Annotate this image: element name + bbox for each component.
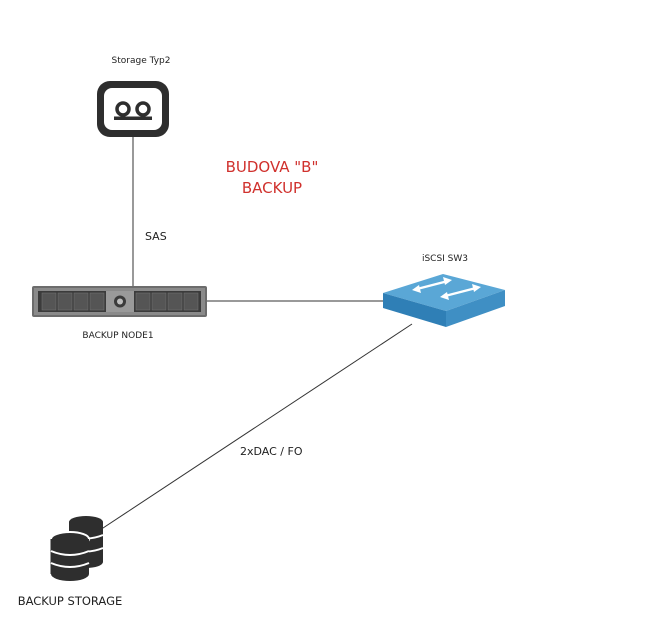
dac-fo-link-label: 2xDAC / FO [240,445,303,458]
database-stack-icon [50,516,104,581]
diagram-title-line1: BUDOVA "B" [226,158,319,176]
sas-link-label: SAS [145,230,167,243]
network-switch-icon [383,274,505,327]
backup-node1-label: BACKUP NODE1 [82,331,153,341]
backup-storage-label: BACKUP STORAGE [18,594,123,608]
storage-typ2-label: Storage Typ2 [112,56,171,66]
iscsi-sw3-label: iSCSI SW3 [422,254,468,264]
tape-storage-icon [97,81,169,137]
switch-to-storage-link [99,323,413,531]
diagram-title-line2: BACKUP [242,179,302,197]
rack-server-icon [32,286,207,317]
